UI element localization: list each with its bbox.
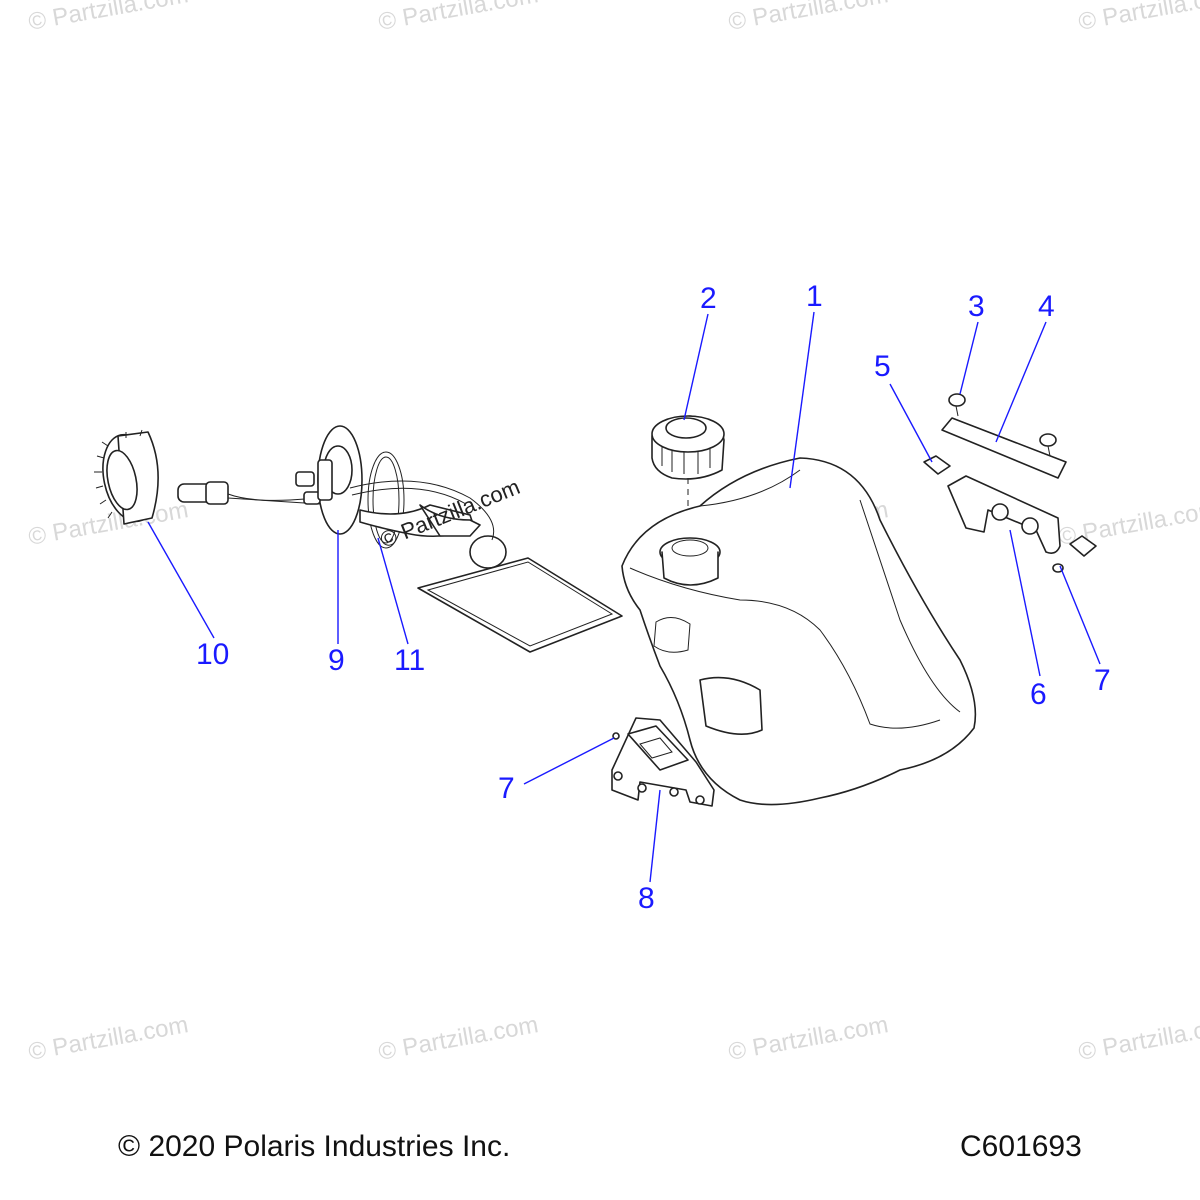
mounting-bracket-parts — [923, 393, 1097, 573]
watermark-11: © Partzilla.com — [1076, 1011, 1200, 1066]
copyright-text: © 2020 Polaris Industries Inc. — [118, 1130, 511, 1163]
watermark-9: © Partzilla.com — [376, 1011, 540, 1066]
callout-1: 1 — [806, 280, 823, 313]
lock-ring-part — [94, 429, 159, 525]
callout-9: 9 — [328, 644, 345, 677]
callout-5: 5 — [874, 350, 891, 383]
callout-labels: 1 2 3 4 5 6 7 7 8 9 10 11 — [196, 280, 1111, 915]
leader-11 — [377, 537, 409, 645]
leader-10 — [147, 521, 215, 639]
callout-7a: 7 — [1094, 664, 1111, 697]
watermark-1: © Partzilla.com — [26, 0, 190, 36]
watermark-5: © Partzilla.com — [26, 496, 190, 551]
callout-3: 3 — [968, 290, 985, 323]
callout-10: 10 — [196, 638, 229, 671]
leader-5 — [889, 383, 933, 463]
callout-7b: 7 — [498, 772, 515, 805]
leader-3 — [959, 321, 979, 395]
diagram-id: C601693 — [960, 1130, 1082, 1163]
fuel-cap-part — [651, 415, 725, 536]
callout-6: 6 — [1030, 678, 1047, 711]
leader-7b — [523, 737, 615, 785]
watermark-10: © Partzilla.com — [726, 1011, 890, 1066]
leader-1 — [789, 311, 815, 489]
leader-2 — [683, 313, 709, 421]
watermark-8: © Partzilla.com — [26, 1011, 190, 1066]
leader-6 — [1009, 529, 1041, 677]
watermark-2: © Partzilla.com — [376, 0, 540, 36]
fuel-tank-part — [621, 457, 977, 806]
callout-11: 11 — [394, 644, 425, 677]
watermark-3: © Partzilla.com — [726, 0, 890, 36]
leader-8 — [649, 789, 661, 883]
callout-8: 8 — [638, 882, 655, 915]
callout-4: 4 — [1038, 290, 1055, 323]
lower-bracket-part — [611, 717, 715, 807]
watermarks: © Partzilla.com © Partzilla.com © Partzi… — [26, 0, 1200, 1066]
leader-4 — [995, 321, 1047, 443]
callout-2: 2 — [700, 282, 717, 315]
leader-lines — [147, 311, 1101, 883]
leader-7a — [1059, 565, 1101, 665]
watermark-4: © Partzilla.com — [1076, 0, 1200, 36]
